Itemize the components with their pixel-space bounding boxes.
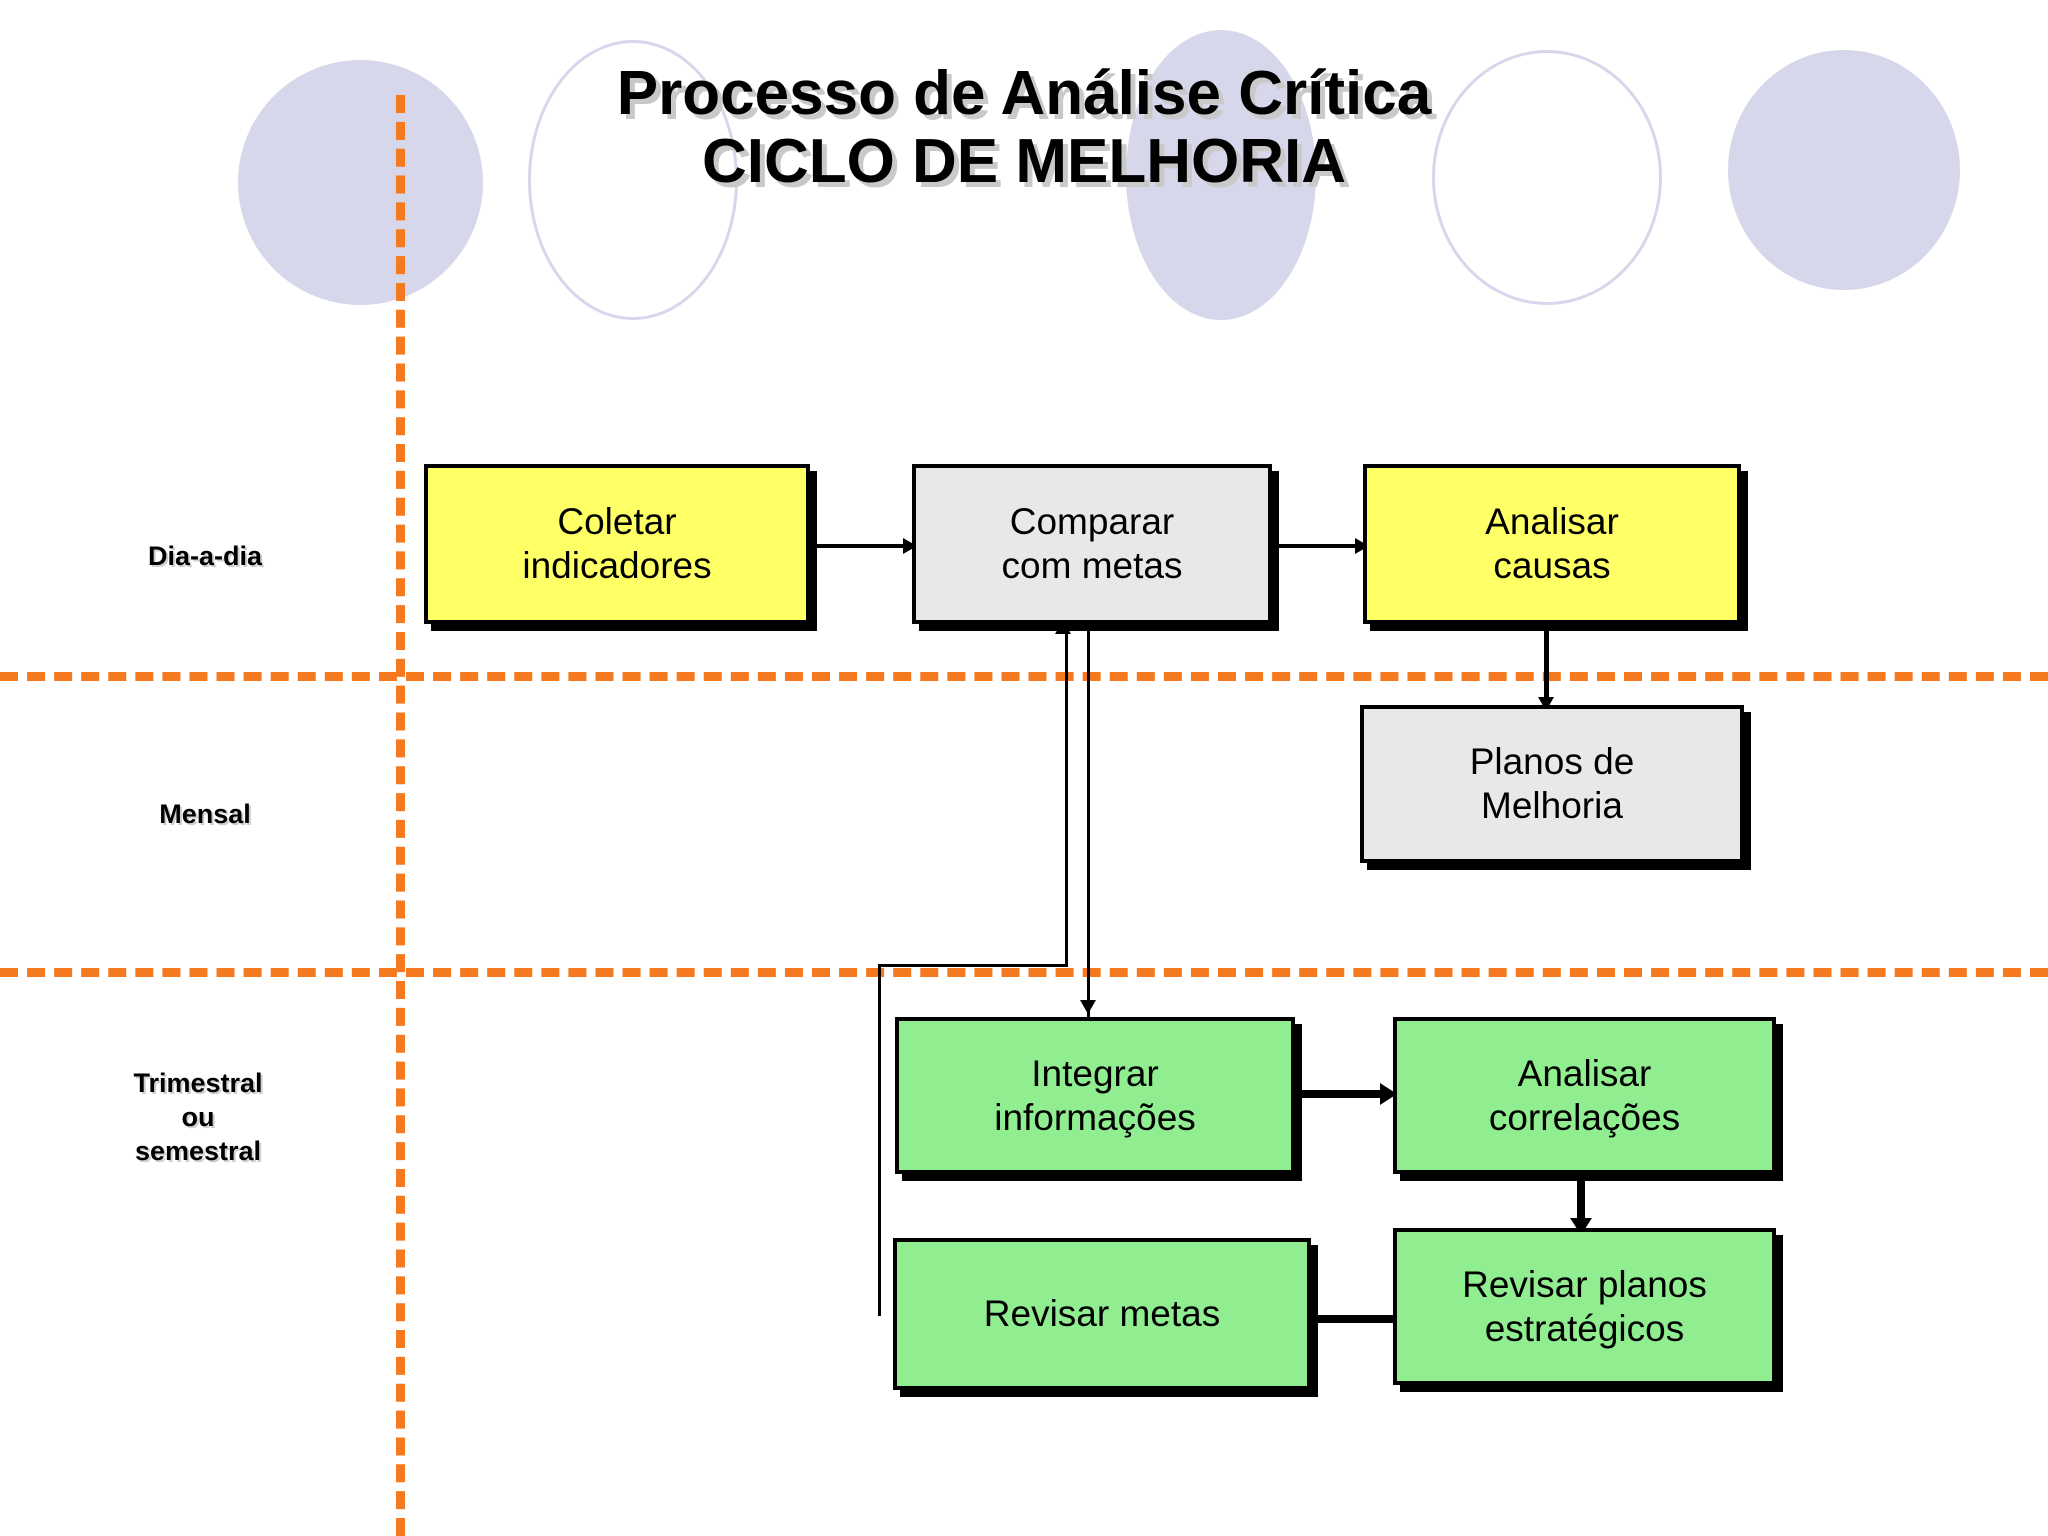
band-divider-dia-mensal — [0, 672, 2048, 681]
band-divider-mensal-trimestral — [0, 968, 2048, 977]
arrowhead-integrar-to-correlacoes — [1380, 1083, 1397, 1105]
edge-revisar-metas-feedback-horizontal — [878, 964, 1068, 967]
title-line-2: CICLO DE MELHORIA — [701, 127, 1347, 197]
node-analisar-causas[interactable]: Analisar causas — [1363, 464, 1741, 624]
edge-coletar-to-comparar — [814, 544, 908, 548]
decor-circle-3 — [1126, 30, 1316, 320]
page-title: Processo de Análise Crítica CICLO DE MEL… — [0, 59, 2048, 197]
edge-integrar-to-correlacoes — [1295, 1090, 1385, 1098]
edge-comparar-to-integrar — [1087, 630, 1090, 1017]
decor-circle-4 — [1432, 50, 1662, 305]
band-label-mensal: Mensal — [159, 799, 251, 829]
band-label-trimestral: Trimestral ou semestral — [133, 1068, 263, 1166]
edge-comparar-to-analisar-causas — [1274, 544, 1360, 548]
node-analisar-correlacoes[interactable]: Analisar correlações — [1393, 1017, 1776, 1174]
band-label-dia-a-dia: Dia-a-dia — [147, 541, 263, 571]
node-planos-de-melhoria[interactable]: Planos de Melhoria — [1360, 705, 1744, 863]
decor-circle-1 — [238, 60, 483, 305]
decor-circle-5 — [1728, 50, 1960, 290]
edge-planos-to-comparar — [1065, 630, 1068, 967]
node-revisar-metas[interactable]: Revisar metas — [893, 1238, 1311, 1390]
node-comparar-com-metas[interactable]: Comparar com metas — [912, 464, 1272, 624]
edge-revisar-planos-to-revisar-metas — [1312, 1315, 1407, 1323]
node-revisar-planos-estrategicos[interactable]: Revisar planos estratégicos — [1393, 1228, 1776, 1385]
title-line-1: Processo de Análise Crítica — [616, 59, 1432, 128]
edge-correlacoes-to-revisar-planos — [1577, 1170, 1585, 1228]
edge-analisar-causas-to-planos — [1544, 620, 1549, 706]
vertical-divider-dashed — [396, 95, 405, 1536]
decor-circle-2 — [528, 40, 738, 320]
node-integrar-informacoes[interactable]: Integrar informações — [895, 1017, 1295, 1174]
edge-revisar-metas-feedback-vertical — [878, 964, 881, 1316]
arrowhead-comparar-to-integrar — [1080, 1000, 1096, 1014]
node-coletar-indicadores[interactable]: Coletar indicadores — [424, 464, 810, 624]
